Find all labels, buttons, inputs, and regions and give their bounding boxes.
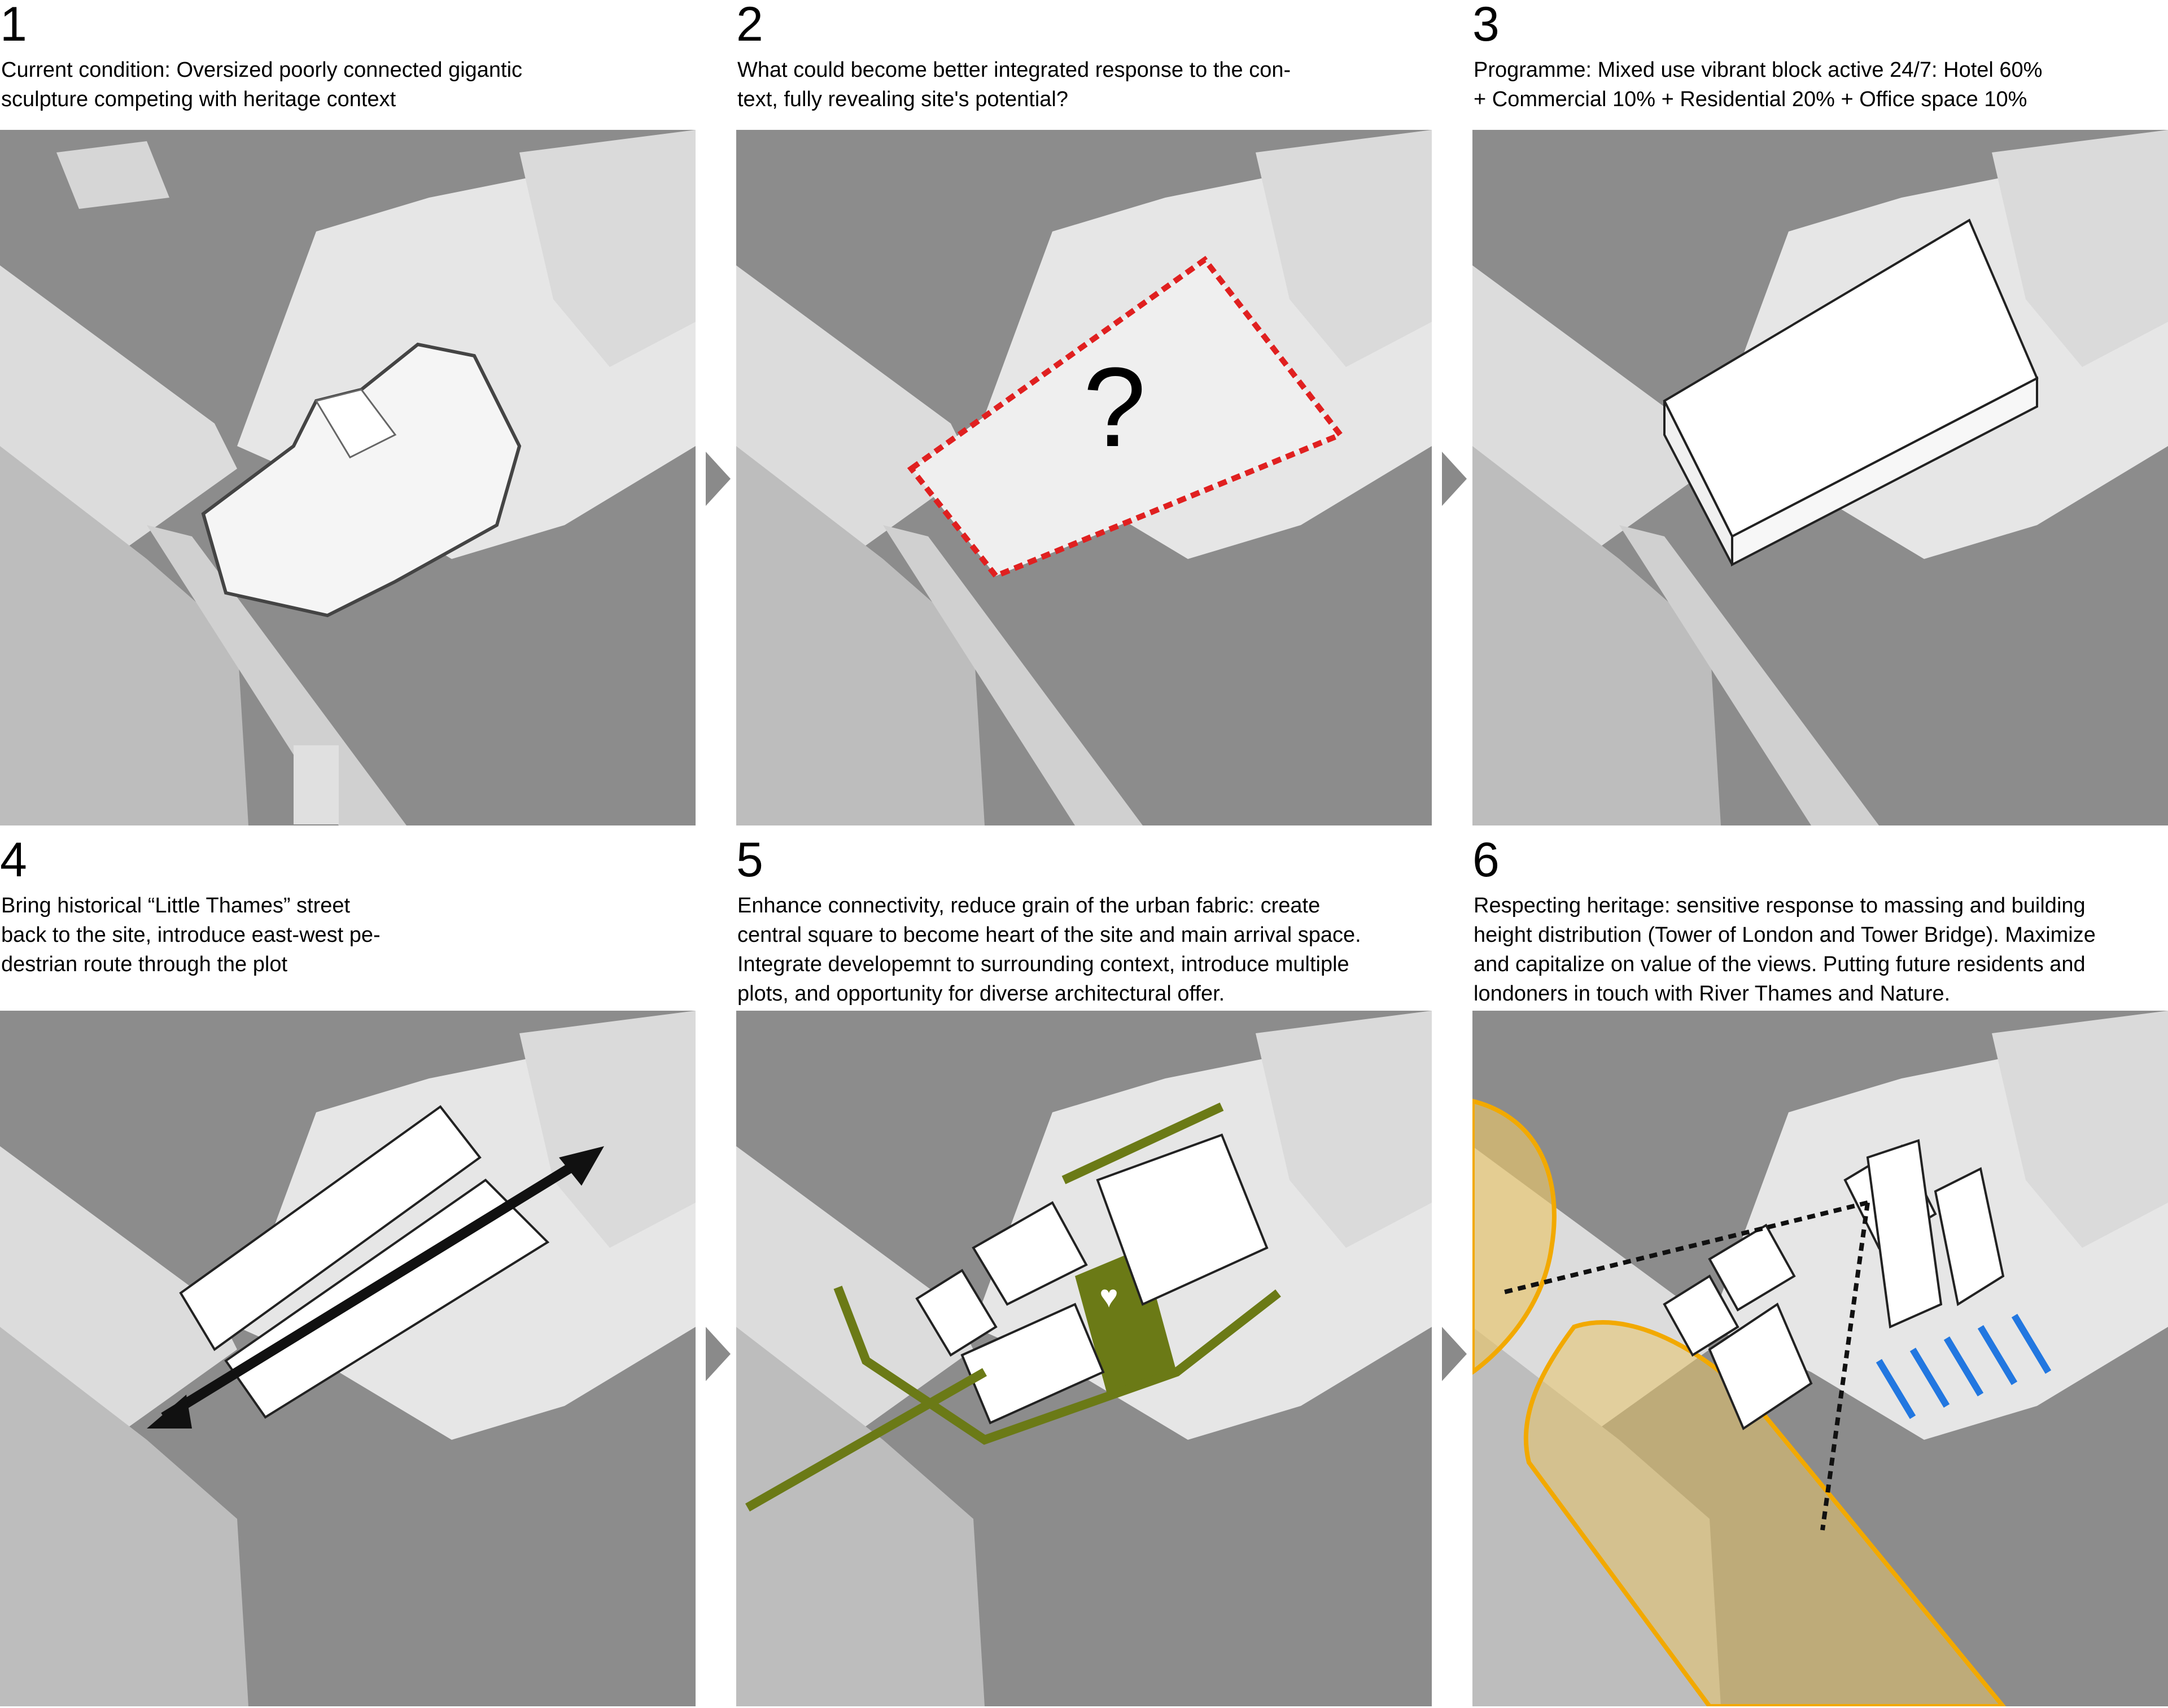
- panel-caption: Current condition: Oversized poorly conn…: [1, 58, 523, 111]
- split-blocks: [179, 1105, 550, 1419]
- site-diagram: [0, 130, 696, 825]
- site-boundary: [907, 256, 1345, 580]
- panel-caption: Programme: Mixed use vibrant block activ…: [1474, 58, 2043, 111]
- panel-caption: Enhance connectivity, reduce grain of th…: [737, 894, 1361, 1006]
- step-arrow-icon: [706, 1327, 731, 1381]
- panel-3: 3 Programme: Mixed use vibrant block act…: [1472, 0, 2168, 827]
- panel-caption: Respecting heritage: sensitive response …: [1474, 894, 2096, 1006]
- panel-number: 1: [0, 0, 27, 51]
- view-lines: [1500, 1200, 1870, 1531]
- site-diagram: [1472, 130, 2168, 825]
- heart-icon: ♥: [1099, 1278, 1118, 1314]
- panel-2: 2 What could become better integrated re…: [736, 0, 1432, 827]
- route-arrow-east: [559, 1146, 604, 1186]
- river-views-arrows: [1876, 1313, 2052, 1419]
- panel-caption: Bring historical “Little Thames” street …: [1, 894, 381, 976]
- site-diagram: [0, 1011, 696, 1706]
- panel-number: 5: [736, 833, 763, 887]
- step-arrow-icon: [706, 452, 731, 506]
- site-diagram: ♥: [736, 1011, 1432, 1706]
- panel-number: 6: [1472, 833, 1500, 887]
- proposed-block: [1663, 219, 2039, 567]
- stepped-massing: [1663, 1139, 2005, 1430]
- site-diagram: ?: [736, 130, 1432, 825]
- existing-building: [201, 342, 522, 618]
- site-diagram: [1472, 1011, 2168, 1706]
- step-arrow-icon: [1442, 452, 1467, 506]
- panel-5: 5 Enhance connectivity, reduce grain of …: [736, 836, 1432, 1708]
- route-arrow-west: [147, 1395, 192, 1429]
- panel-6: 6 Respecting heritage: sensitive respons…: [1472, 836, 2168, 1708]
- panel-1: 1 Current condition: Oversized poorly co…: [0, 0, 696, 827]
- step-arrow-icon: [1442, 1327, 1467, 1381]
- plot-blocks: [915, 1133, 1269, 1425]
- panel-caption: What could become better integrated resp…: [737, 58, 1291, 111]
- little-thames-route: [161, 1153, 590, 1422]
- panel-4: 4 Bring historical “Little Thames” stree…: [0, 836, 696, 1708]
- view-corridor-bridge: [1523, 1320, 2007, 1706]
- question-mark: ?: [1083, 344, 1146, 470]
- panel-number: 4: [0, 833, 27, 887]
- panel-number: 3: [1472, 0, 1500, 51]
- panel-number: 2: [736, 0, 763, 51]
- view-corridor-tower: [1472, 1098, 1557, 1375]
- connectivity-routes: [745, 1102, 1281, 1512]
